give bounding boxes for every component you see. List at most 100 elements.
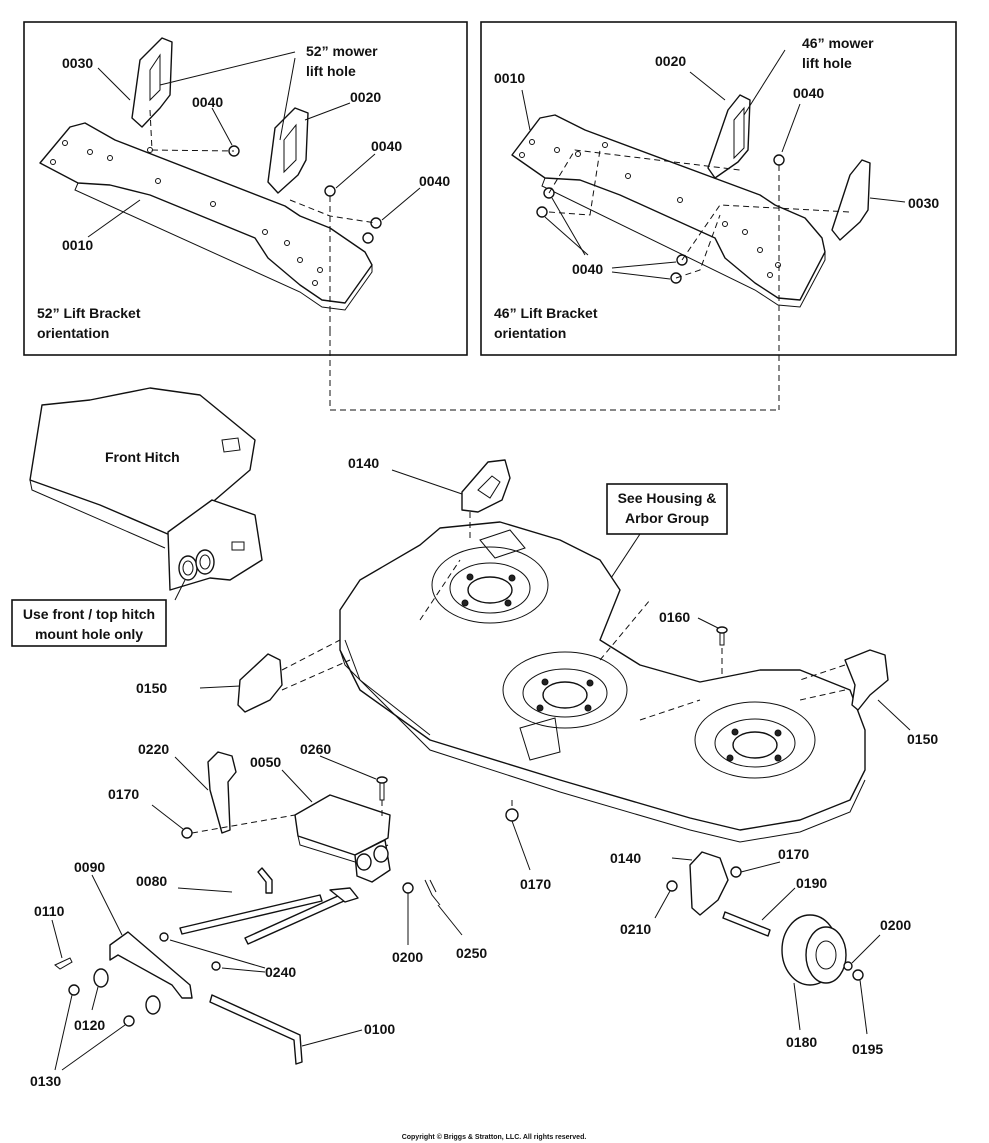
- label-0040-left-c: 0040: [419, 173, 450, 189]
- spindle-left: [431, 546, 549, 624]
- nut-0040-left-c: [370, 217, 382, 229]
- hitch-note-line1: Use front / top hitch: [23, 606, 155, 622]
- panel-52-frame: [23, 21, 468, 356]
- bracket-0220: [174, 751, 237, 834]
- pin-0250: [424, 879, 463, 936]
- label-0110: 0110: [34, 903, 65, 919]
- label-0195: 0195: [852, 1041, 883, 1057]
- bracket-0030-right: [831, 159, 871, 241]
- label-0150-right: 0150: [907, 731, 938, 747]
- label-0200-right: 0200: [880, 917, 911, 933]
- label-0170-c: 0170: [778, 846, 809, 862]
- nut-0170-c: [730, 861, 781, 878]
- nut-0040-left-b: [324, 185, 336, 197]
- label-0120: 0120: [74, 1017, 105, 1033]
- nut-0040-left-d: [362, 232, 374, 244]
- rod-0100-upper: [244, 887, 359, 945]
- label-0010-right: 0010: [494, 70, 525, 86]
- label-0180: 0180: [786, 1034, 817, 1050]
- nut-0130: [54, 984, 135, 1071]
- bracket-0150-left: [199, 639, 351, 713]
- caption-46-line1: 46” Lift Bracket: [494, 305, 598, 321]
- label-0090: 0090: [74, 859, 105, 875]
- note-52-line1: 52” mower: [306, 43, 378, 59]
- label-0260: 0260: [300, 741, 331, 757]
- orientation-connector-line: [329, 330, 779, 411]
- spindle-right: [694, 701, 816, 779]
- cap-0195: [852, 969, 868, 1035]
- label-0170-b: 0170: [520, 876, 551, 892]
- wheel-0180: [781, 914, 847, 1031]
- nut-0170-a: [151, 804, 296, 839]
- bracket-0090: [91, 874, 193, 999]
- label-0010-left: 0010: [62, 237, 93, 253]
- bracket-0030-left: [131, 37, 173, 128]
- nut-0040-right-c: [536, 206, 548, 218]
- label-0140-top: 0140: [348, 455, 379, 471]
- label-0160: 0160: [659, 609, 690, 625]
- copyright-text: Copyright © Briggs & Stratton, LLC. All …: [402, 1133, 587, 1141]
- hitch-note-line2: mount hole only: [35, 626, 143, 642]
- note-46-line2: lift hole: [802, 55, 852, 71]
- caption-52-line1: 52” Lift Bracket: [37, 305, 141, 321]
- front-hitch: [29, 387, 263, 601]
- label-0250: 0250: [456, 945, 487, 961]
- caption-52-line2: orientation: [37, 325, 109, 341]
- label-0100: 0100: [364, 1021, 395, 1037]
- housing-note-line1: See Housing &: [618, 490, 717, 506]
- spindle-center: [502, 651, 628, 729]
- clip-0110: [51, 919, 73, 970]
- bolt-0160: [697, 617, 728, 675]
- bolt-0260: [319, 755, 388, 820]
- label-0240: 0240: [265, 964, 296, 980]
- bolt-0210: [654, 880, 678, 919]
- washer-0240: [159, 932, 266, 973]
- note-46-line1: 46” mower: [802, 35, 874, 51]
- plate-0050: [281, 769, 391, 883]
- washer-0200-right: [843, 934, 881, 971]
- label-0200-left: 0200: [392, 949, 423, 965]
- label-0140-bottom: 0140: [610, 850, 641, 866]
- rod-0100: [209, 994, 363, 1065]
- mower-deck-housing: [339, 521, 866, 843]
- bracket-0020-left: [267, 107, 309, 194]
- label-0190: 0190: [796, 875, 827, 891]
- nut-0040-right-a: [773, 154, 785, 166]
- label-0220: 0220: [138, 741, 169, 757]
- label-0150-left: 0150: [136, 680, 167, 696]
- panel-46-lift-bracket: [480, 21, 957, 410]
- panel-46-frame: [480, 21, 957, 356]
- bracket-0150-right: [799, 649, 911, 731]
- washer-0200-left: [402, 882, 414, 945]
- housing-arbor-callout: See Housing & Arbor Group: [589, 483, 728, 611]
- label-0040-right-b: 0040: [572, 261, 603, 277]
- bracket-0140-top: [391, 459, 511, 540]
- hitch-note-box: Use front / top hitch mount hole only: [11, 599, 167, 647]
- axle-0190: [722, 887, 796, 937]
- lift-bracket-0010-left: [39, 122, 373, 304]
- label-0080: 0080: [136, 873, 167, 889]
- label-0040-left-a: 0040: [192, 94, 223, 110]
- label-0050: 0050: [250, 754, 281, 770]
- lift-bracket-0010-right: [511, 114, 826, 301]
- label-0020-left: 0020: [350, 89, 381, 105]
- nut-0170-b: [505, 800, 531, 871]
- label-0040-left-b: 0040: [371, 138, 402, 154]
- caption-46-line2: orientation: [494, 325, 566, 341]
- label-0040-right-a: 0040: [793, 85, 824, 101]
- label-0130: 0130: [30, 1073, 61, 1089]
- bracket-0140-bottom: [671, 851, 729, 916]
- label-0030-left: 0030: [62, 55, 93, 71]
- rod-0080: [177, 867, 323, 935]
- housing-note-line2: Arbor Group: [625, 510, 709, 526]
- panel-52-lift-bracket: [23, 21, 468, 356]
- label-0210: 0210: [620, 921, 651, 937]
- bracket-0020-right: [707, 94, 751, 179]
- label-0170-a: 0170: [108, 786, 139, 802]
- front-hitch-label: Front Hitch: [105, 449, 180, 465]
- bushing-0120: [91, 968, 161, 1015]
- label-0020-right: 0020: [655, 53, 686, 69]
- label-0030-right: 0030: [908, 195, 939, 211]
- note-52-line2: lift hole: [306, 63, 356, 79]
